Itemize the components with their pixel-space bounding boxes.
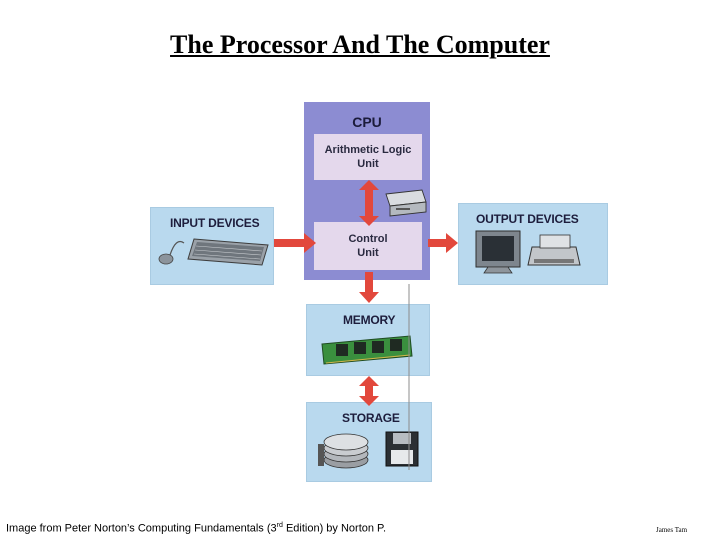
memory-box: MEMORY	[306, 304, 430, 376]
image-caption: Image from Peter Norton’s Computing Fund…	[6, 522, 386, 535]
memory-label: MEMORY	[343, 313, 396, 327]
caption-before: Image from Peter Norton’s Computing Fund…	[6, 522, 277, 535]
caption-sup: rd	[276, 522, 283, 529]
control-unit-label-line2: Unit	[357, 247, 379, 259]
cpu-box: CPU Arithmetic Logic Unit Control Unit	[304, 102, 430, 280]
page-title: The Processor And The Computer	[170, 30, 550, 59]
output-devices-box: OUTPUT DEVICES	[458, 203, 608, 285]
output-devices-label: OUTPUT DEVICES	[476, 212, 579, 226]
storage-label: STORAGE	[342, 411, 400, 425]
keyboard-mouse-icon	[158, 238, 269, 266]
input-devices-label: INPUT DEVICES	[170, 216, 260, 230]
disk-floppy-icon	[318, 431, 419, 469]
monitor-printer-icon	[475, 230, 581, 274]
storage-box: STORAGE	[306, 402, 432, 482]
caption-after: Edition) by Norton P.	[282, 522, 387, 535]
author-credit: James Tam	[656, 526, 688, 534]
alu-label-line2: Unit	[357, 158, 379, 170]
control-to-output-arrow	[428, 233, 458, 253]
arithmetic-logic-unit-box: Arithmetic Logic Unit	[314, 134, 422, 180]
input-devices-box: INPUT DEVICES	[150, 207, 274, 285]
control-unit-label-line1: Control	[348, 233, 388, 245]
alu-label-line1: Arithmetic Logic	[324, 144, 412, 156]
memory-module-icon	[321, 335, 413, 365]
control-unit-box: Control Unit	[314, 222, 422, 270]
cpu-label: CPU	[352, 114, 382, 130]
